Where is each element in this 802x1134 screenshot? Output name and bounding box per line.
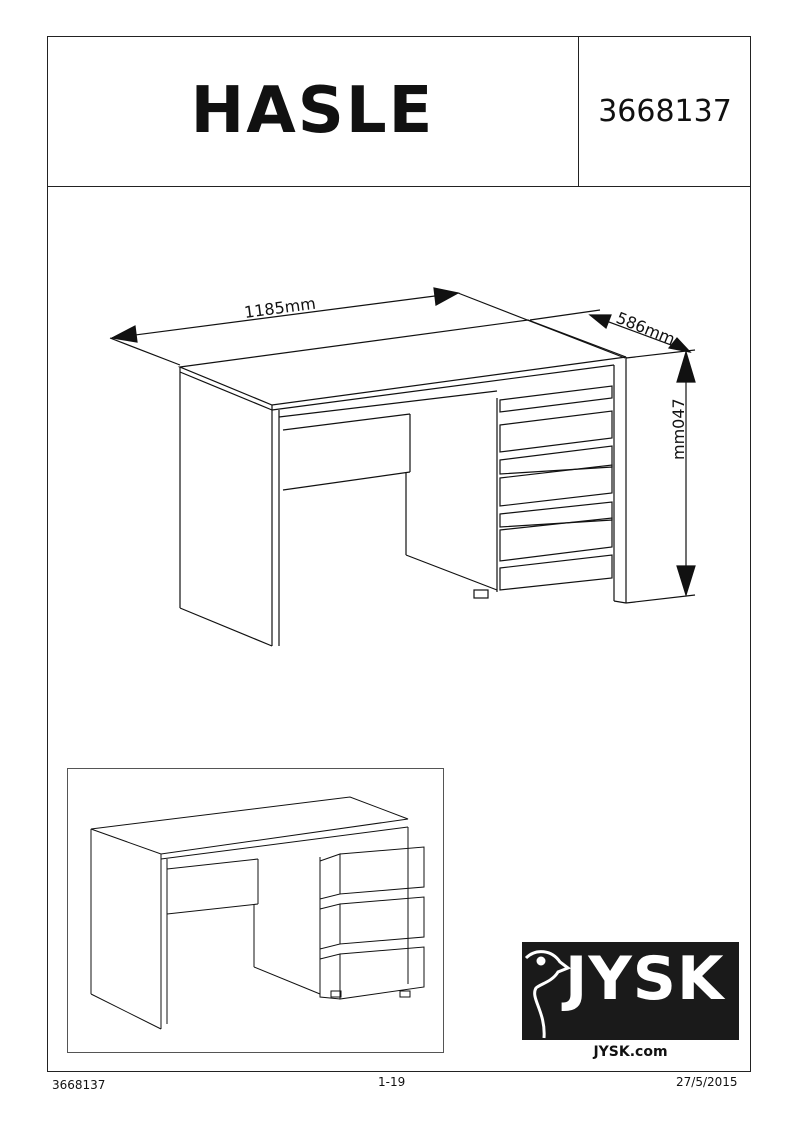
width-label: 1185mm	[243, 294, 317, 322]
depth-label: 586mm	[614, 308, 678, 349]
logo-wordmark: JYSK	[565, 944, 725, 1014]
height-label: mm047	[669, 398, 688, 460]
open-drawers-view	[67, 768, 444, 1053]
footer-date: 27/5/2015	[676, 1075, 738, 1089]
desk-main-drawing	[177, 319, 627, 647]
desk-open-drawers-drawing	[90, 796, 425, 1030]
header-divider	[47, 186, 751, 187]
dimension-height: mm047	[625, 349, 696, 604]
bird-icon	[524, 950, 572, 1039]
article-number: 3668137	[598, 93, 732, 129]
dimension-width: 1185mm	[109, 287, 626, 366]
footer-article-number: 3668137	[52, 1078, 106, 1092]
page-frame	[47, 36, 751, 1072]
footer-page-range: 1-19	[378, 1075, 406, 1089]
website-link[interactable]: JYSK.com	[593, 1044, 668, 1060]
product-name: HASLE	[190, 74, 435, 148]
header-column-divider	[578, 36, 579, 186]
jysk-logo	[522, 942, 739, 1040]
